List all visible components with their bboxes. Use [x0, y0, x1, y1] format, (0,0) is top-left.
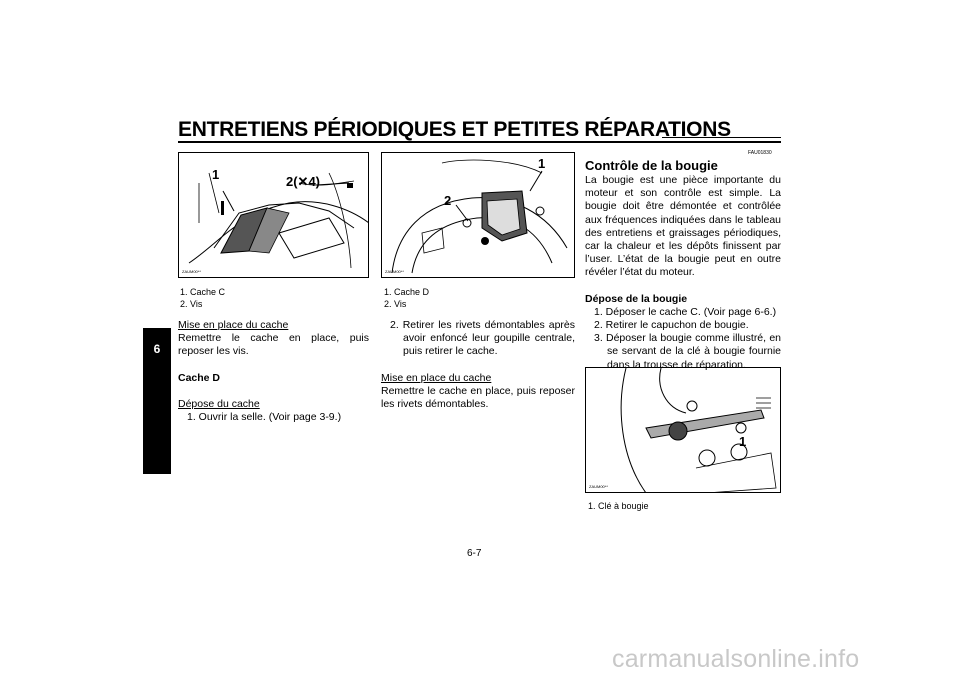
page-title: ENTRETIENS PÉRIODIQUES ET PETITES RÉPARA… — [178, 118, 731, 141]
figure-caption: 1. Clé à bougie — [588, 500, 649, 512]
intro-paragraph: La bougie est une pièce importante du mo… — [585, 174, 781, 279]
mise-en-place-title: Mise en place du cache — [381, 371, 492, 384]
mise-en-place-text: Remettre le cache en place, puis reposer… — [381, 384, 575, 411]
step-item: 2. Retirer le capuchon de bougie. — [594, 319, 749, 332]
figure-cache-d: 1 2 ZAUM00** — [381, 152, 575, 278]
caption-line: 2. Vis — [384, 299, 407, 309]
cache-d-heading: Cache D — [178, 371, 221, 384]
chapter-tab: 6 — [143, 328, 171, 474]
cache-c-illustration — [188, 172, 368, 269]
step-item: 2. Retirer les rivets démontables après … — [390, 319, 575, 358]
step-item: 3. Déposer la bougie comme illustré, en … — [594, 332, 781, 371]
cache-d-illustration — [391, 159, 568, 274]
text-column-1: Mise en place du cache Remettre le cache… — [178, 319, 369, 424]
callout-2: 2(✕4) — [286, 174, 321, 189]
mise-en-place-title: Mise en place du cache — [178, 319, 289, 331]
figure-caption: 1. Cache C 2. Vis — [180, 286, 225, 310]
spark-plug-illustration — [620, 368, 777, 492]
page-number: 6-7 — [467, 548, 482, 559]
caption-line: 1. Cache D — [384, 287, 430, 297]
step-item: 1. Déposer le cache C. (Voir page 6-6.) — [594, 305, 777, 318]
callout-1: 1 — [538, 156, 546, 171]
figure-caption: 1. Cache D 2. Vis — [384, 286, 429, 310]
title-rule — [178, 141, 781, 143]
callout-2: 2 — [444, 193, 452, 208]
caption-line: 1. Clé à bougie — [588, 501, 649, 511]
text-column-3: Contrôle de la bougie La bougie est une … — [585, 158, 781, 372]
step-item: 1. Ouvrir la selle. (Voir page 3-9.) — [187, 411, 342, 424]
callout-1: 1 — [739, 434, 747, 449]
section-code: FAU01830 — [748, 150, 772, 156]
figure-code: ZAUM00** — [589, 484, 608, 489]
depose-title: Dépose du cache — [178, 397, 260, 410]
figure-cache-c: 1 2(✕4) ZAUM00** — [178, 152, 369, 278]
mise-en-place-text: Remettre le cache en place, puis reposer… — [178, 332, 369, 358]
figure-code: ZAUM00** — [385, 269, 404, 274]
watermark: carmanualsonline.info — [612, 645, 860, 673]
caption-line: 1. Cache C — [180, 287, 226, 297]
text-column-2: 2. Retirer les rivets démontables après … — [381, 319, 575, 411]
section-heading: Contrôle de la bougie — [585, 158, 718, 173]
figure-code: ZAUM00** — [182, 269, 201, 274]
depose-bougie-heading: Dépose de la bougie — [585, 292, 688, 305]
callout-1: 1 — [212, 167, 220, 182]
caption-line: 2. Vis — [180, 299, 203, 309]
figure-spark-plug-wrench: 1 ZAUM00** — [585, 367, 781, 493]
title-rule-upper — [662, 137, 781, 138]
